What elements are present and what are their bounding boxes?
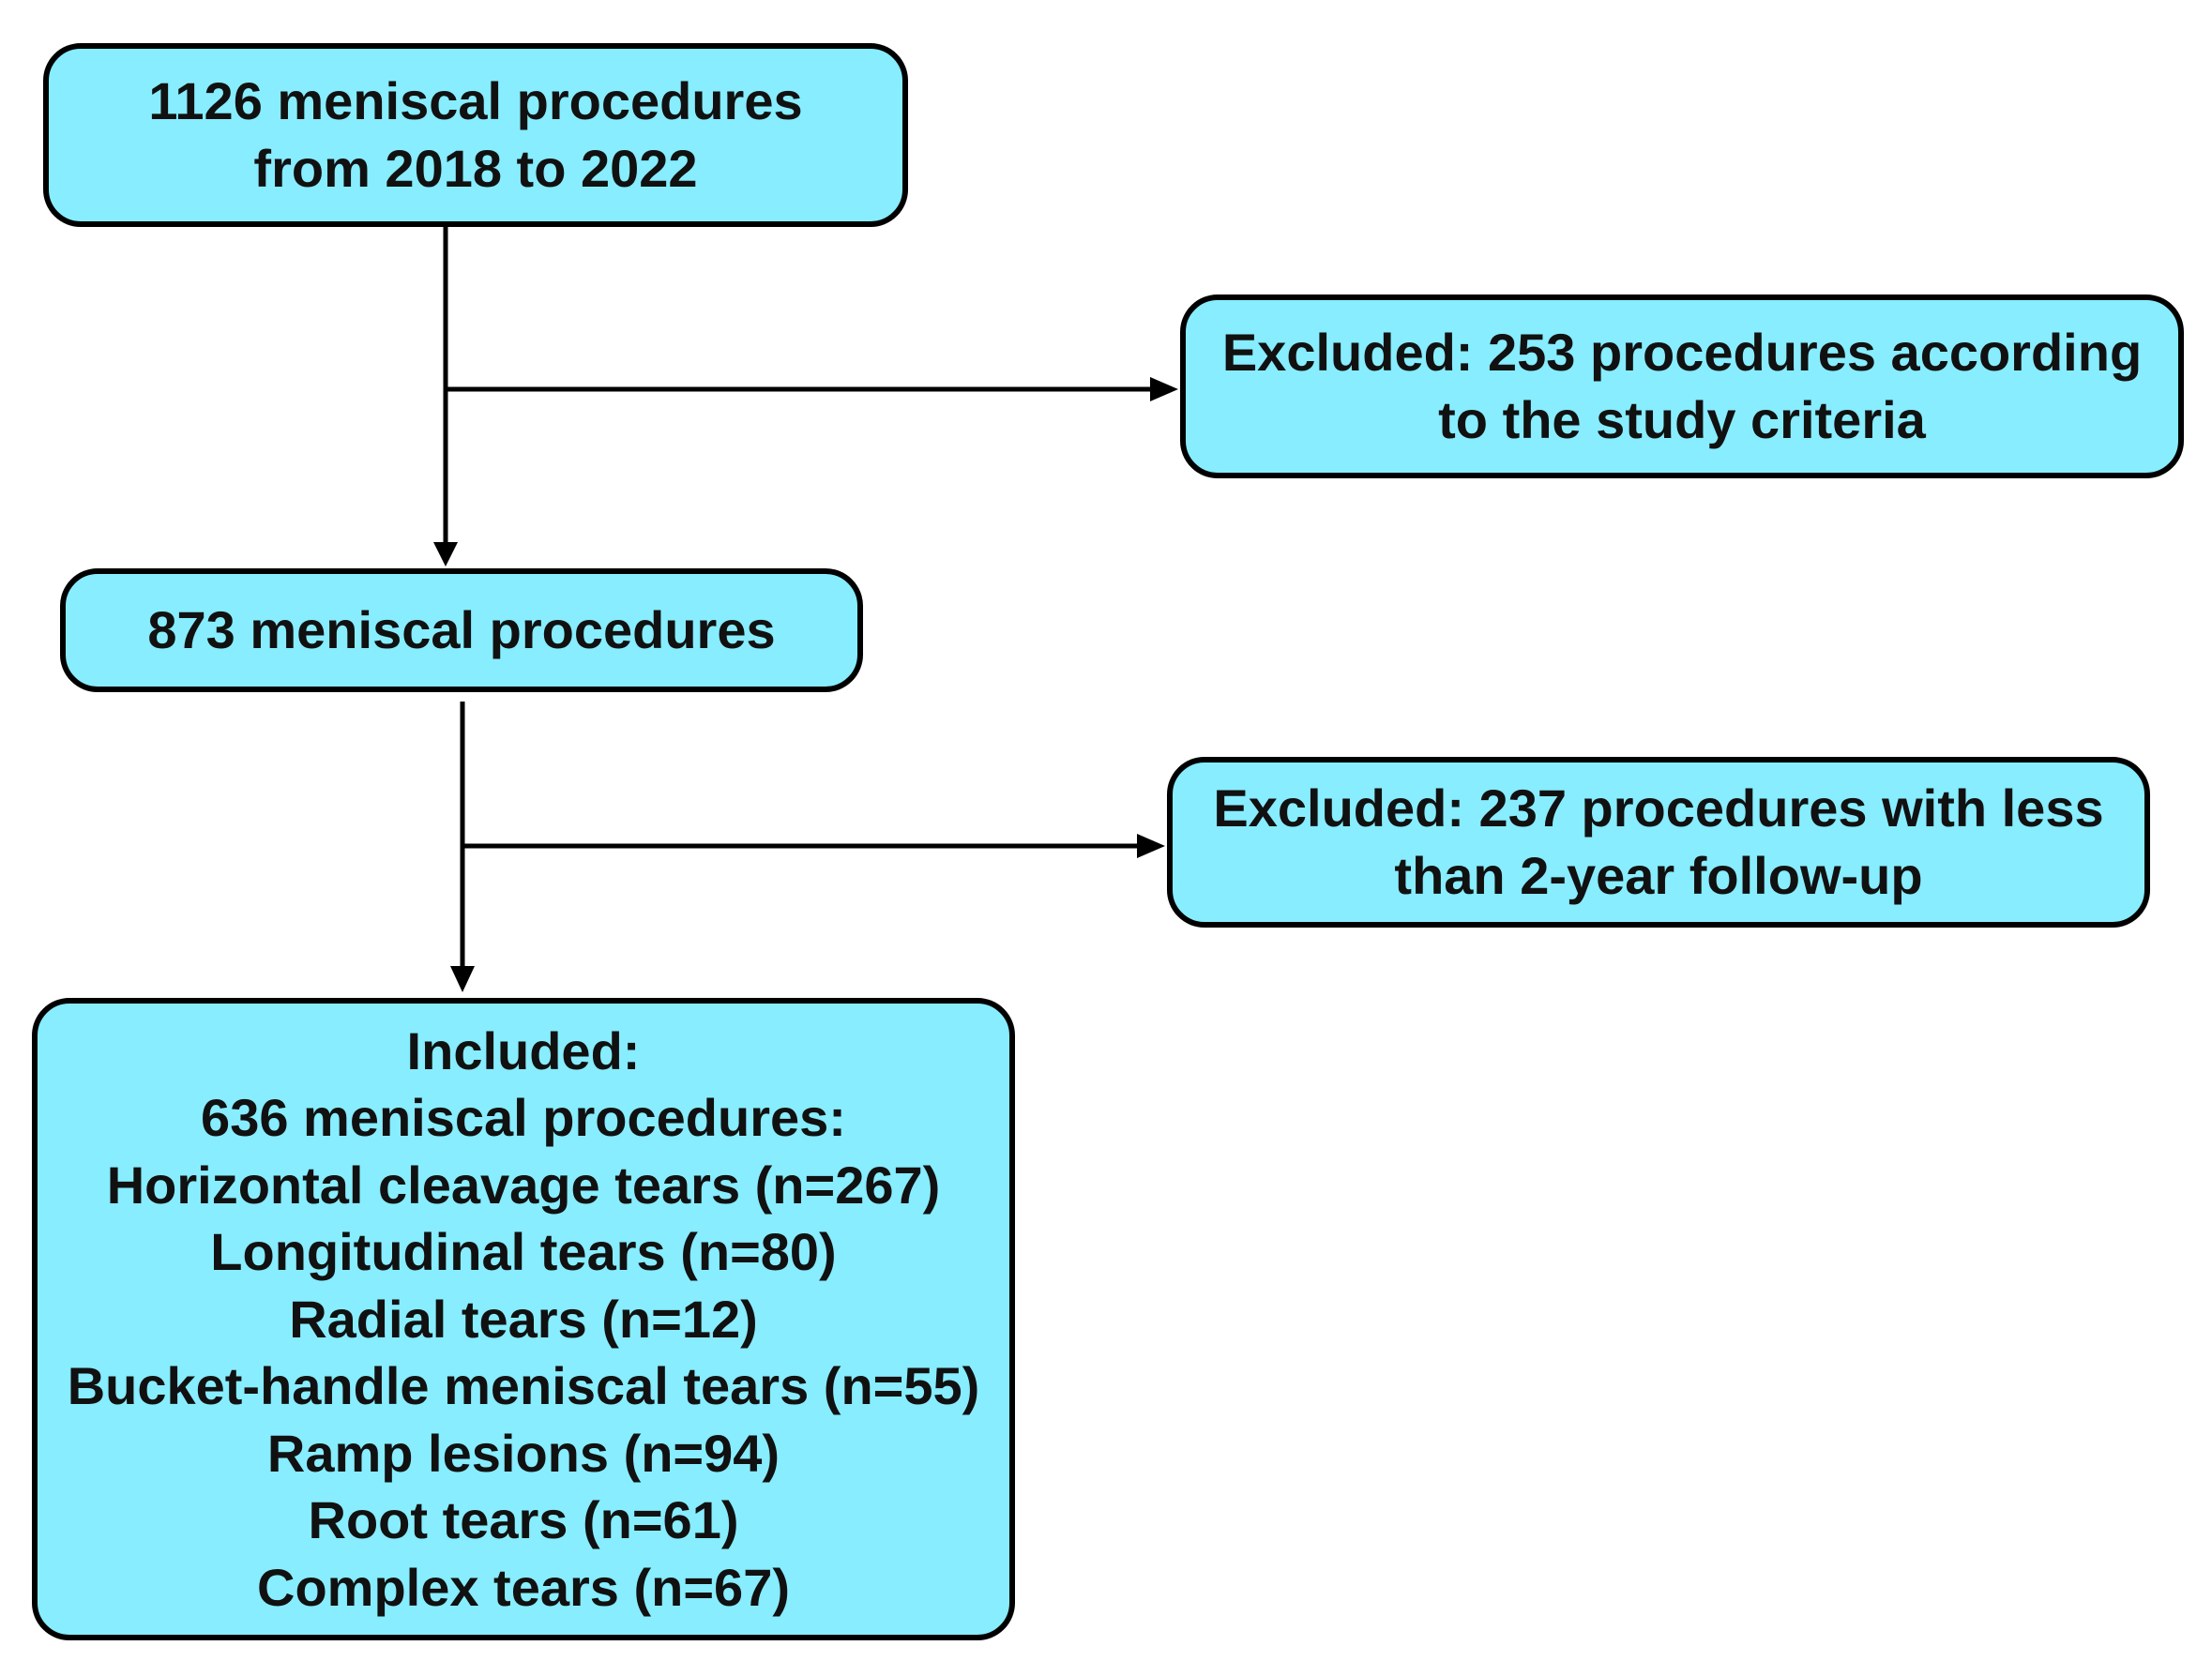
node-included-item: Radial tears (n=12): [289, 1289, 758, 1349]
node-start: 1126 meniscal procedures from 2018 to 20…: [43, 43, 908, 227]
node-included-total: 636 meniscal procedures:: [201, 1088, 846, 1148]
arrowhead-included: [450, 966, 475, 992]
node-start-line-2: from 2018 to 2022: [253, 139, 698, 198]
node-excluded-1-line-2: to the study criteria: [1438, 390, 1926, 449]
arrowhead-excluded-2: [1137, 834, 1165, 858]
arrowhead-middle: [433, 542, 458, 566]
node-excluded-2-line-2: than 2-year follow-up: [1394, 846, 1923, 905]
node-excluded-2: Excluded: 237 procedures with less than …: [1167, 757, 2150, 928]
node-excluded-1-line-1: Excluded: 253 procedures according: [1221, 323, 2143, 382]
arrowhead-excluded-1: [1150, 377, 1178, 401]
node-middle: 873 meniscal procedures: [60, 568, 863, 692]
node-middle-line-1: 873 meniscal procedures: [147, 600, 776, 659]
node-included-item: Bucket-handle meniscal tears (n=55): [67, 1356, 980, 1416]
node-included-item: Longitudinal tears (n=80): [210, 1222, 837, 1282]
node-included-item: Horizontal cleavage tears (n=267): [106, 1155, 941, 1215]
node-included-item: Ramp lesions (n=94): [266, 1423, 780, 1483]
node-included-heading: Included:: [406, 1020, 641, 1080]
node-start-line-1: 1126 meniscal procedures: [148, 71, 803, 130]
node-included-item: Root tears (n=61): [308, 1490, 739, 1550]
node-excluded-1: Excluded: 253 procedures according to th…: [1180, 294, 2184, 478]
node-included: Included: 636 meniscal procedures: Horiz…: [32, 998, 1015, 1640]
node-included-item: Complex tears (n=67): [257, 1557, 790, 1617]
node-excluded-2-line-1: Excluded: 237 procedures with less: [1213, 778, 2104, 838]
